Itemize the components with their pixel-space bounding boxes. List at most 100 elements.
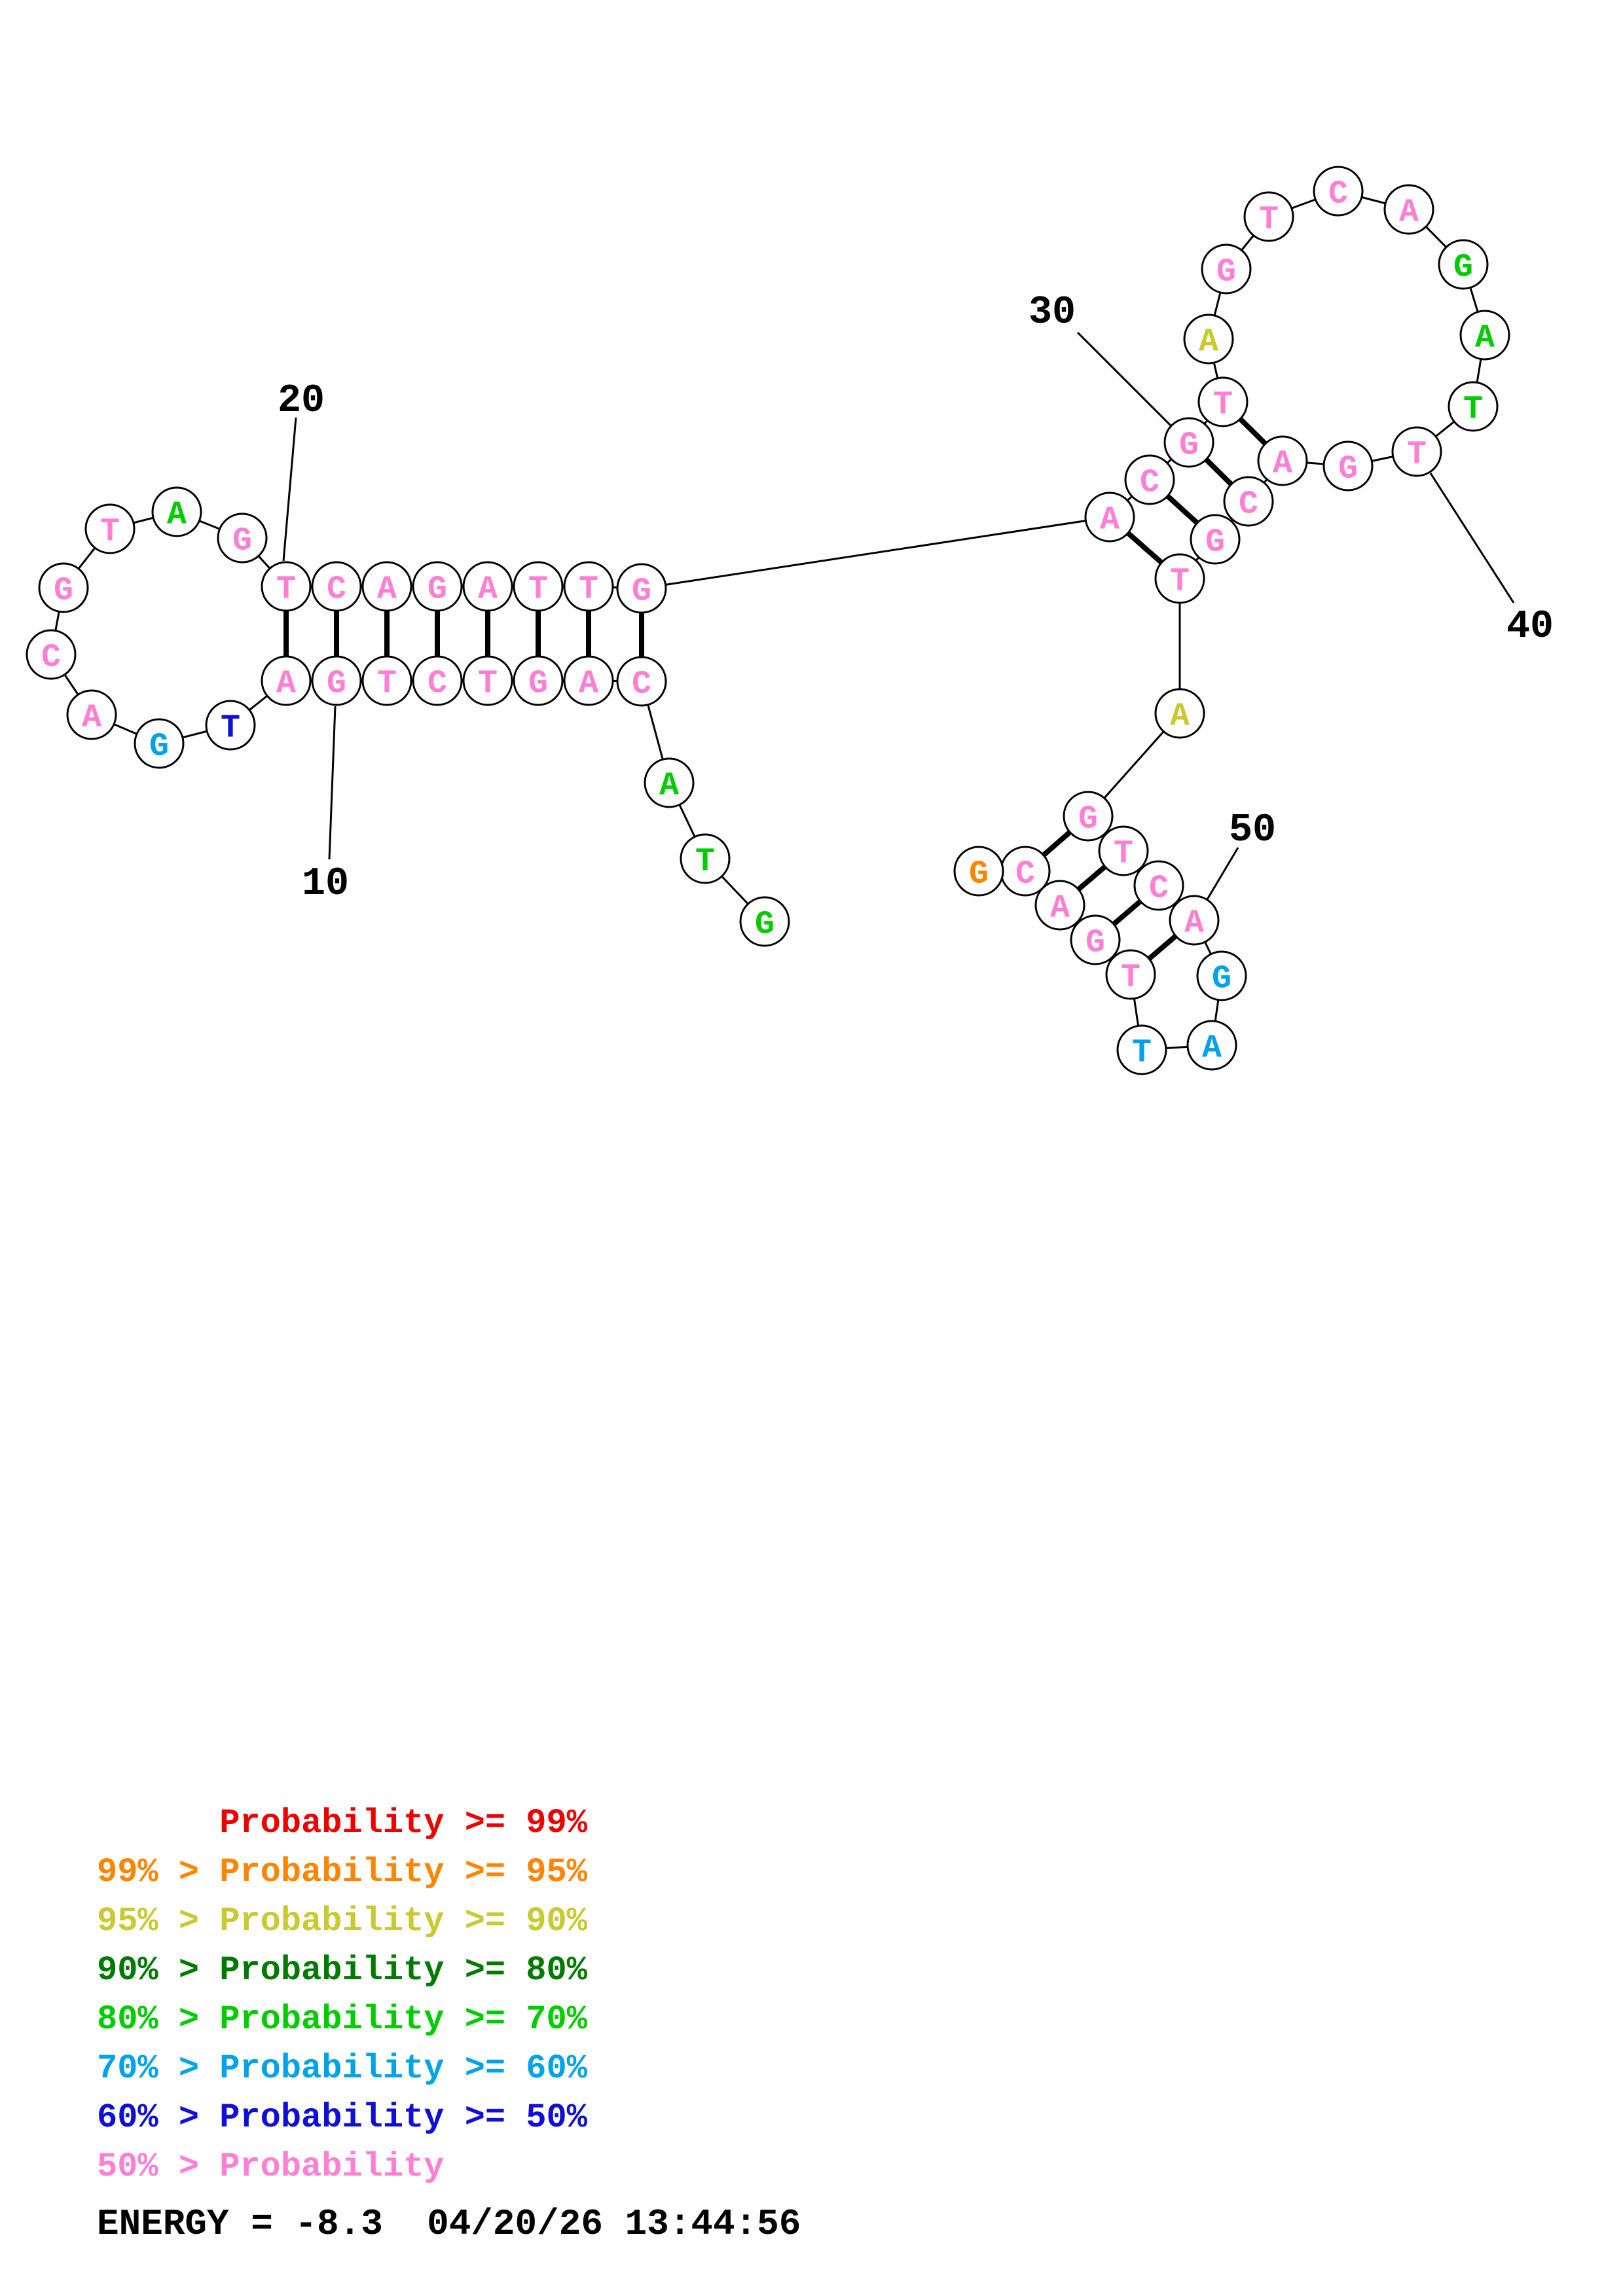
position-label-10: 10 xyxy=(302,862,349,906)
nucleotide-14-A: A xyxy=(82,700,101,737)
nucleotide-circle-46 xyxy=(1154,688,1205,739)
legend-row-95-99: 99% > Probability >= 95% xyxy=(97,1853,587,1892)
legend-row-90-95: 95% > Probability >= 90% xyxy=(97,1902,587,1941)
nucleotide-3-A: A xyxy=(659,768,679,805)
nucleotide-circle-21 xyxy=(311,561,362,612)
nucleotide-circle-41 xyxy=(1322,440,1374,492)
nucleotide-circle-27 xyxy=(616,563,667,614)
legend-row-60-70: 70% > Probability >= 60% xyxy=(97,2049,587,2088)
nucleotide-circle-23 xyxy=(412,561,463,612)
nucleotide-1-G: G xyxy=(755,906,775,944)
nucleotide-circle-5 xyxy=(563,655,614,706)
nucleotide-circle-48 xyxy=(1098,825,1149,876)
nucleotide-13-G: G xyxy=(149,728,169,766)
nucleotide-circle-6 xyxy=(513,655,564,706)
label-pointer-line-30 xyxy=(1076,331,1172,427)
energy-annotation: ENERGY = -8.3 04/20/26 13:44:56 xyxy=(97,2203,801,2245)
nucleotide-circle-22 xyxy=(361,561,412,612)
nucleotide-circle-49 xyxy=(1133,860,1184,911)
nucleotide-circle-16 xyxy=(38,562,89,613)
nucleotide-circle-17 xyxy=(84,503,136,554)
nucleotide-9-T: T xyxy=(377,666,397,703)
nucleotide-circle-14 xyxy=(66,689,117,740)
nucleotide-circle-9 xyxy=(361,655,412,706)
nucleotide-15-C: C xyxy=(41,639,61,677)
nucleotide-circle-25 xyxy=(513,561,564,612)
nucleotide-51-G: G xyxy=(1212,961,1231,998)
nucleotide-circle-30 xyxy=(1163,417,1214,468)
legend-row-80-90: 90% > Probability >= 80% xyxy=(97,1951,587,1990)
probability-legend: Probability >= 99% 99% > Probability >= … xyxy=(97,1799,587,2191)
nucleotide-30-G: G xyxy=(1179,427,1199,465)
nucleotide-circle-28 xyxy=(1084,492,1135,543)
nucleotide-7-T: T xyxy=(478,666,498,703)
nucleotide-27-G: G xyxy=(632,573,651,611)
nucleotide-34-T: T xyxy=(1259,202,1279,239)
legend-row-ge99: Probability >= 99% xyxy=(97,1804,587,1842)
nucleotide-circle-54 xyxy=(1105,949,1156,1000)
nucleotide-50-A: A xyxy=(1184,905,1204,942)
nucleotide-circle-3 xyxy=(644,757,695,808)
nucleotide-32-A: A xyxy=(1199,324,1218,361)
nucleotide-5-A: A xyxy=(579,666,598,703)
nucleotide-circle-19 xyxy=(217,512,268,564)
nucleotide-57-C: C xyxy=(1015,856,1035,893)
label-pointer-line-10 xyxy=(328,706,337,860)
nucleotide-4-C: C xyxy=(632,666,651,704)
nucleotide-49-C: C xyxy=(1149,870,1169,908)
nucleotide-2-T: T xyxy=(695,844,715,881)
legend-row-70-80: 80% > Probability >= 70% xyxy=(97,2000,587,2039)
nucleotide-25-T: T xyxy=(528,571,548,609)
nucleotide-circle-18 xyxy=(151,486,202,537)
nucleotide-29-C: C xyxy=(1140,465,1159,502)
nucleotide-circle-47 xyxy=(1063,791,1114,842)
nucleotide-circle-4 xyxy=(616,656,667,707)
nucleotide-circle-11 xyxy=(261,655,312,706)
nucleotide-56-A: A xyxy=(1050,890,1070,927)
nucleotide-circle-12 xyxy=(205,700,256,751)
nucleotide-10-G: G xyxy=(327,666,346,703)
nucleotide-circle-2 xyxy=(680,833,731,884)
nucleotide-28-A: A xyxy=(1100,502,1120,539)
nucleotide-48-T: T xyxy=(1114,836,1133,873)
nucleotide-26-T: T xyxy=(579,571,598,609)
nucleotide-circle-40 xyxy=(1391,426,1442,477)
nucleotide-22-A: A xyxy=(377,571,397,609)
nucleotide-circle-53 xyxy=(1116,1024,1167,1075)
position-label-30: 30 xyxy=(1029,291,1076,335)
nucleotide-circle-1 xyxy=(739,896,790,947)
legend-row-50-60: 60% > Probability >= 50% xyxy=(97,2098,587,2137)
nucleotide-47-G: G xyxy=(1078,801,1098,838)
nucleotide-circle-38 xyxy=(1459,310,1510,361)
position-label-50: 50 xyxy=(1229,808,1276,853)
nucleotide-54-T: T xyxy=(1121,960,1140,997)
nucleotide-circle-35 xyxy=(1313,166,1364,217)
nucleotide-circle-8 xyxy=(412,655,463,706)
nucleotide-18-A: A xyxy=(167,497,187,534)
nucleotide-6-G: G xyxy=(528,666,548,703)
nucleotide-circle-13 xyxy=(134,718,185,769)
nucleotide-40-T: T xyxy=(1407,437,1427,474)
nucleotide-circle-56 xyxy=(1034,880,1085,931)
nucleotide-circle-31 xyxy=(1197,376,1249,427)
nucleotide-circle-26 xyxy=(563,561,614,612)
nucleotide-circle-32 xyxy=(1183,314,1234,365)
nucleotide-circle-58 xyxy=(953,846,1004,897)
nucleotide-36-A: A xyxy=(1399,194,1419,232)
nucleotide-circle-37 xyxy=(1438,239,1489,290)
nucleotide-38-A: A xyxy=(1475,320,1495,357)
nucleotide-35-C: C xyxy=(1328,176,1348,213)
nucleotide-circle-36 xyxy=(1383,184,1434,235)
nucleotide-16-G: G xyxy=(54,573,73,610)
nucleotide-circle-24 xyxy=(462,561,513,612)
nucleotide-11-A: A xyxy=(276,666,296,703)
nucleotide-circle-45 xyxy=(1154,553,1205,604)
nucleotide-45-T: T xyxy=(1170,564,1190,601)
nucleotide-circle-43 xyxy=(1223,476,1274,527)
position-label-40: 40 xyxy=(1506,605,1554,649)
nucleotide-33-G: G xyxy=(1216,254,1236,291)
nucleotide-circle-10 xyxy=(311,655,362,706)
